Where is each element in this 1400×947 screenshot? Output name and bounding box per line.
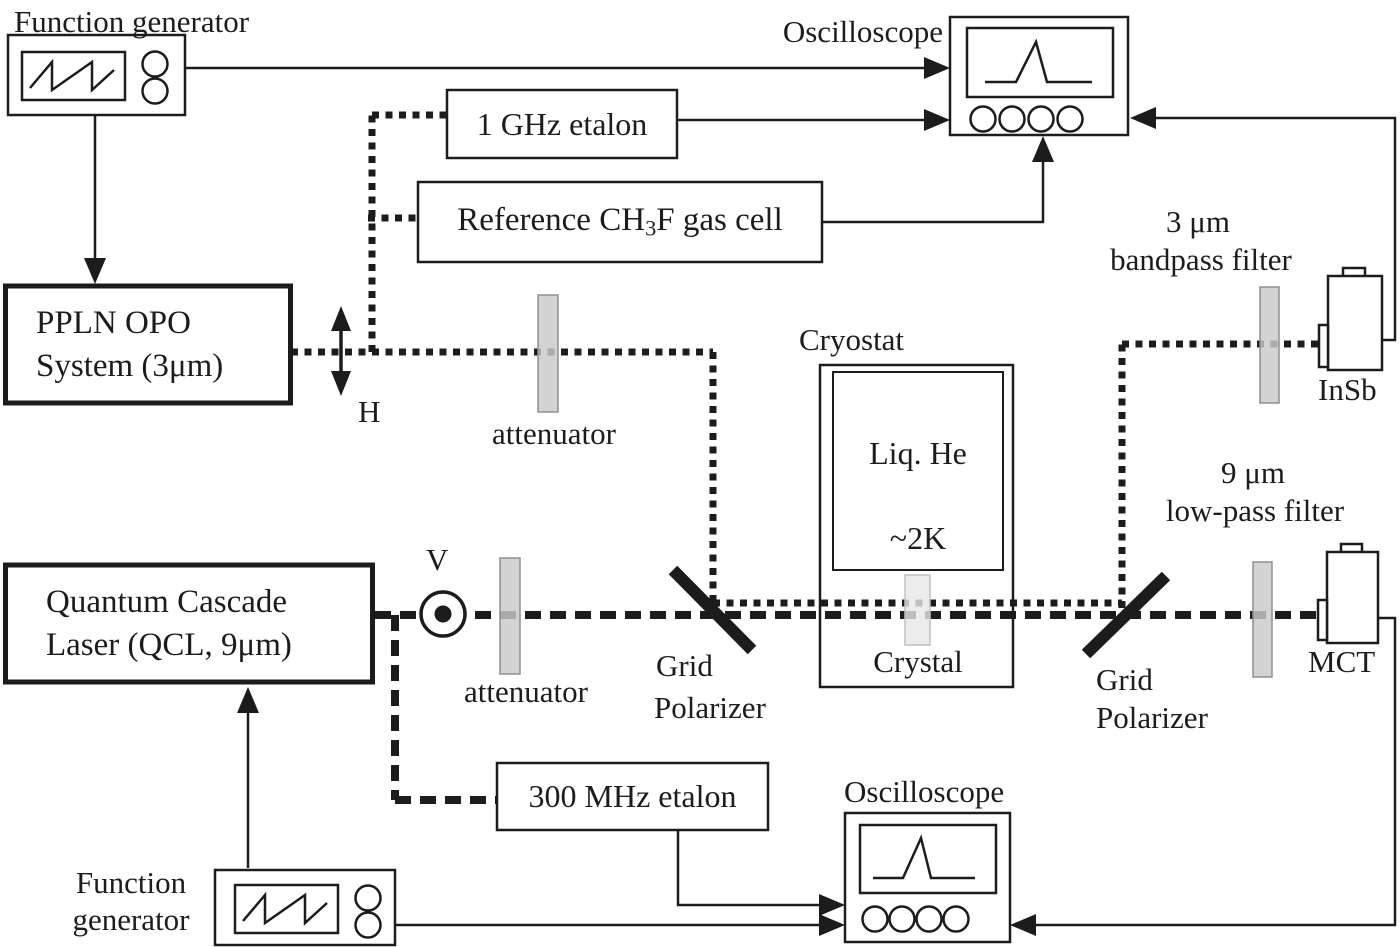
qcl-9um-beam-dashed [375, 611, 1316, 804]
insb-to-scope-line [1152, 116, 1397, 342]
opo-label-line2: System (3μm) [36, 347, 224, 384]
opo-label-line1: PPLN OPO [36, 304, 191, 341]
instrument-details [29, 38, 1092, 939]
cryostat-inner-box [832, 371, 1004, 571]
function-generator-bottom-label-line2: generator [72, 902, 190, 938]
oscilloscope-bottom-label: Oscilloscope [844, 774, 1005, 809]
knob-icon [1056, 105, 1084, 133]
gas-cell-label-sub: 3 [645, 215, 657, 241]
knob-icon [888, 905, 916, 933]
knob-icon [354, 884, 382, 912]
gas-cell-label-pre: Reference CH [457, 202, 646, 239]
knob-icon [942, 905, 970, 933]
optical-filters [499, 286, 1280, 678]
h-polarization-label: H [358, 394, 381, 429]
oscilloscope-top-screen [965, 26, 1115, 99]
arrow-into-scope-bottom-2 [819, 914, 845, 936]
arrow-into-opo [84, 258, 106, 284]
knob-icon [1027, 105, 1055, 133]
sawtooth-waveform-icon-bottom [242, 891, 328, 926]
grid-polarizer-right-label-line2: Polarizer [1096, 700, 1208, 735]
peak-waveform-icon-top [985, 38, 1092, 84]
knob-icon [861, 905, 889, 933]
mct-detector-icon [1316, 542, 1380, 645]
mct-to-scope-line [1032, 616, 1397, 927]
peak-waveform-icon-bottom [873, 834, 975, 880]
attenuator-bottom [499, 557, 521, 675]
v-polarization-label: V [426, 542, 449, 577]
etalon-1ghz-label: 1 GHz etalon [476, 105, 648, 142]
arrow-into-scope-bottom-right [1010, 914, 1036, 936]
knob-icon [998, 105, 1026, 133]
sawtooth-waveform-icon-top [29, 58, 115, 93]
gas-cell-label-post: F gas cell [656, 202, 783, 239]
oscilloscope-top-label: Oscilloscope [782, 14, 943, 49]
arrow-into-scope-top-1 [924, 57, 950, 79]
signal-lines [93, 66, 1397, 927]
bandpass-filter-label-line1: 3 μm [1166, 204, 1230, 239]
oscilloscope-bottom-screen [858, 823, 998, 895]
lowpass-filter-9um [1252, 561, 1273, 678]
qcl-label-line1: Quantum Cascade [46, 583, 288, 620]
arrow-into-scope-bottom-1 [819, 894, 845, 916]
function-generator-top-label: Function generator [14, 4, 250, 39]
knob-icon [141, 50, 169, 78]
knob-icon [141, 77, 169, 105]
cryostat-label: Cryostat [799, 322, 905, 357]
knob-icon [969, 105, 997, 133]
grid-polarizer-left-icon [668, 565, 757, 655]
arrow-into-scope-top-2 [924, 109, 950, 131]
attenuator-top-label: attenuator [492, 416, 616, 451]
gas-cell-box [416, 180, 824, 264]
crystal-sample [904, 574, 931, 646]
grid-polarizer-left-label-line1: Grid [656, 648, 713, 683]
arrow-into-scope-top-right [1130, 107, 1156, 129]
h-polarization-arrow-icon [331, 306, 351, 396]
ppln-opo-box [3, 283, 293, 406]
arrow-into-qcl [237, 687, 259, 713]
bandpass-filter-label-line2: bandpass filter [1110, 242, 1292, 277]
gascell-to-scope-line [822, 162, 1045, 224]
etalon300-to-scope-line [676, 830, 823, 907]
signal-arrowheads [84, 57, 1156, 936]
insb-label: InSb [1318, 372, 1377, 407]
lowpass-filter-label-line1: 9 μm [1221, 455, 1285, 490]
insb-detector-icon [1317, 266, 1384, 372]
mct-label: MCT [1308, 644, 1376, 679]
knob-icon [915, 905, 943, 933]
instrument-boxes [3, 15, 1130, 947]
opo-3um-beam-dotted [291, 111, 1320, 608]
crystal-label: Crystal [873, 644, 963, 679]
grid-polarizer-left-label-line2: Polarizer [654, 690, 766, 725]
qcl-box [3, 562, 375, 685]
arrow-into-scope-top-bottom [1032, 136, 1054, 162]
liquid-helium-label: Liq. He [869, 435, 967, 471]
attenuator-bottom-label: attenuator [464, 674, 588, 709]
bandpass-filter-3um [1259, 286, 1280, 404]
etalon-300mhz-box [495, 761, 770, 832]
attenuator-top [537, 294, 559, 413]
qcl-label-line2: Laser (QCL, 9μm) [46, 626, 292, 663]
v-polarization-dot-icon [419, 590, 467, 638]
knob-icon [354, 911, 382, 939]
etalon-300mhz-label: 300 MHz etalon [528, 778, 737, 815]
grid-polarizer-right-icon [1081, 571, 1171, 659]
temperature-label: ~2K [889, 520, 947, 556]
gas-cell-label: Reference CH3F gas cell [418, 182, 822, 262]
function-generator-bottom-label-line1: Function [75, 865, 187, 900]
lowpass-filter-label-line2: low-pass filter [1165, 493, 1345, 528]
grid-polarizer-right-label-line1: Grid [1096, 662, 1153, 697]
etalon-1ghz-box [445, 88, 679, 160]
